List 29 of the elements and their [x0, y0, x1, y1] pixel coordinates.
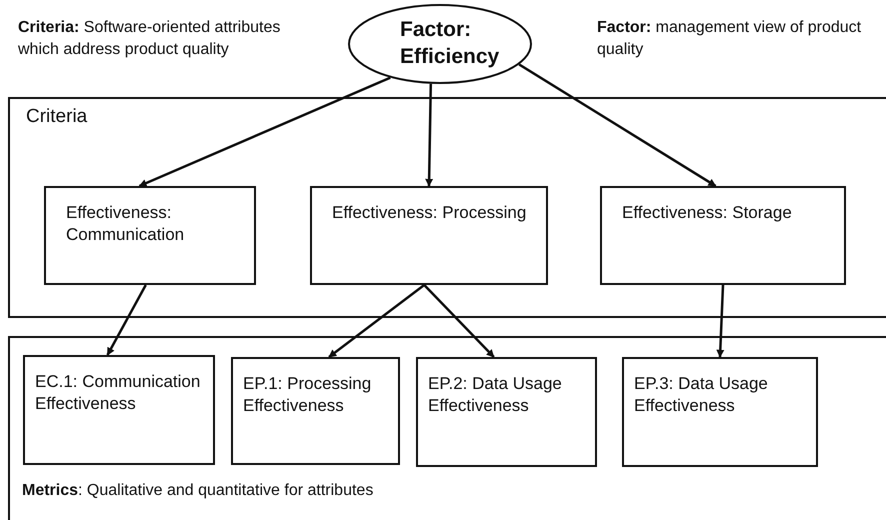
- box-text: Effectiveness: Communication: [66, 202, 186, 246]
- box-text: Effectiveness: Storage: [622, 202, 793, 224]
- factor-title: Factor: Efficiency: [400, 17, 500, 70]
- arrow: [716, 284, 724, 358]
- process-box: [231, 357, 400, 465]
- note-text: Factor: management view of product quality: [597, 18, 862, 60]
- box-text: Effectiveness: Processing: [332, 202, 528, 224]
- arrow: [518, 63, 716, 188]
- panel-heading: Criteria: [26, 105, 88, 129]
- arrow: [425, 84, 434, 187]
- arrow: [138, 76, 391, 188]
- process-box: [23, 355, 215, 465]
- process-box: [44, 186, 256, 285]
- box-text: EC.1: Communication Effectiveness: [35, 371, 202, 415]
- box-text: EP.1: Processing Effectiveness: [243, 373, 372, 417]
- process-box: [310, 186, 548, 285]
- process-box: [416, 357, 597, 467]
- factor-ellipse: [348, 4, 532, 84]
- arrow: [423, 284, 495, 358]
- panel-caption: Metrics: Qualitative and quantitative for attributes: [22, 481, 374, 501]
- criteria-panel: [8, 97, 886, 318]
- arrow: [106, 284, 147, 356]
- process-box: [622, 357, 818, 467]
- arrow: [328, 284, 425, 358]
- process-box: [600, 186, 846, 285]
- box-text: EP.2: Data Usage Effectiveness: [428, 373, 563, 417]
- box-text: EP.3: Data Usage Effectiveness: [634, 373, 769, 417]
- note-text: Criteria: Software-oriented attributes which address product quality: [18, 18, 282, 60]
- metrics-panel: [8, 336, 886, 520]
